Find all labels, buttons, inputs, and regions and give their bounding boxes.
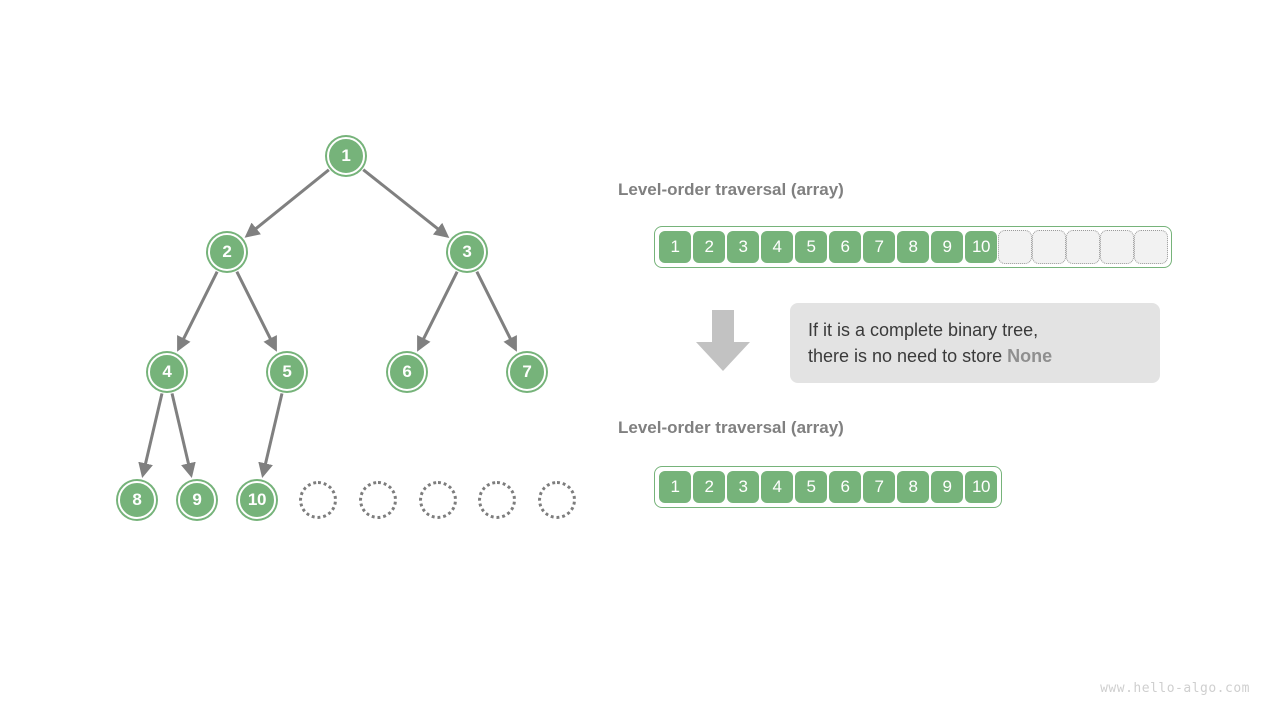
top-array-title: Level-order traversal (array) — [618, 180, 844, 199]
bottom-array-cell-5: 6 — [828, 470, 862, 504]
top-array-cell-3: 4 — [760, 230, 794, 264]
bottom-array-title: Level-order traversal (array) — [618, 418, 844, 437]
tree-edge-n4-n9 — [170, 393, 196, 478]
top-array-cell-0: 1 — [658, 230, 692, 264]
tree-edge-n2-n4 — [177, 271, 219, 352]
top-array-empty-cell-0 — [998, 230, 1032, 264]
tree-node-9: 9 — [178, 481, 216, 519]
callout-line-2: there is no need to store None — [808, 343, 1142, 369]
bottom-array-cell-2: 3 — [726, 470, 760, 504]
tree-node-empty — [419, 481, 457, 519]
tree-node-8: 8 — [118, 481, 156, 519]
top-array-cell-2: 3 — [726, 230, 760, 264]
tree-node-2: 2 — [208, 233, 246, 271]
watermark: www.hello-algo.com — [1100, 681, 1250, 696]
bottom-array-cell-1: 2 — [692, 470, 726, 504]
tree-edge-n2-n5 — [235, 271, 277, 352]
tree-edge-n5-n10 — [258, 393, 284, 478]
top-array-empty-cell-3 — [1100, 230, 1134, 264]
bottom-array-cell-8: 9 — [930, 470, 964, 504]
bottom-array-cell-9: 10 — [964, 470, 998, 504]
tree-node-10: 10 — [238, 481, 276, 519]
top-array-cell-6: 7 — [862, 230, 896, 264]
callout-line-2-prefix: there is no need to store — [808, 346, 1008, 366]
callout-line-1: If it is a complete binary tree, — [808, 320, 1039, 340]
tree-node-5: 5 — [268, 353, 306, 391]
top-array-cell-7: 8 — [896, 230, 930, 264]
callout-box: If it is a complete binary tree, there i… — [790, 303, 1160, 383]
tree-node-4: 4 — [148, 353, 186, 391]
tree-edge-n1-n2 — [244, 168, 330, 238]
tree-edge-n4-n8 — [138, 393, 164, 478]
top-array-cell-1: 2 — [692, 230, 726, 264]
bottom-array-cell-0: 1 — [658, 470, 692, 504]
down-arrow-icon — [696, 310, 750, 371]
tree-node-empty — [538, 481, 576, 519]
bottom-array-cell-6: 7 — [862, 470, 896, 504]
tree-edges — [138, 168, 517, 478]
tree-edge-n1-n3 — [362, 168, 450, 238]
tree-node-6: 6 — [388, 353, 426, 391]
tree-node-3: 3 — [448, 233, 486, 271]
top-array-cell-5: 6 — [828, 230, 862, 264]
bottom-array-cell-7: 8 — [896, 470, 930, 504]
tree-node-empty — [478, 481, 516, 519]
bottom-array-cell-3: 4 — [760, 470, 794, 504]
tree-node-7: 7 — [508, 353, 546, 391]
bottom-array-cell-4: 5 — [794, 470, 828, 504]
tree-node-empty — [359, 481, 397, 519]
tree-edge-n3-n7 — [475, 271, 517, 352]
top-array-empty-cell-1 — [1032, 230, 1066, 264]
top-array-cell-9: 10 — [964, 230, 998, 264]
top-array-cell-8: 9 — [930, 230, 964, 264]
tree-edge-n3-n6 — [417, 271, 459, 352]
tree-node-empty — [299, 481, 337, 519]
top-array-empty-cell-4 — [1134, 230, 1168, 264]
tree-node-1: 1 — [327, 137, 365, 175]
callout-none-keyword: None — [1007, 346, 1053, 366]
top-array-cell-4: 5 — [794, 230, 828, 264]
top-array-empty-cell-2 — [1066, 230, 1100, 264]
